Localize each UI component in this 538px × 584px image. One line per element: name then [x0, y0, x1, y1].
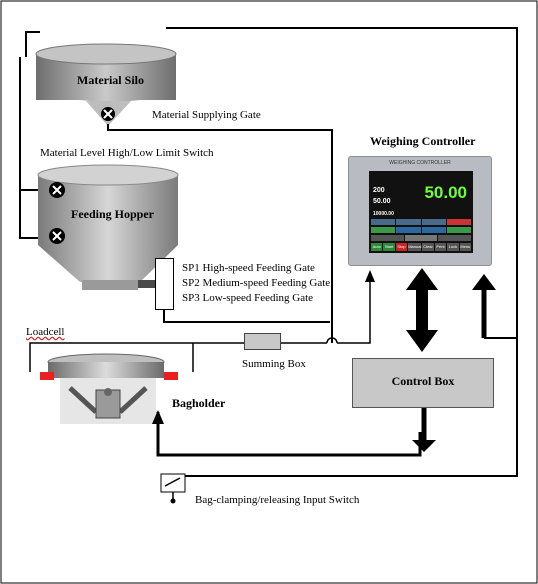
- feeding-hopper-label: Feeding Hopper: [71, 207, 154, 221]
- total-value: 10000.00: [373, 211, 394, 217]
- ctrl-btn-stop[interactable]: Stop: [395, 243, 408, 251]
- sp1-label: SP1 High-speed Feeding Gate: [182, 262, 315, 274]
- screen-row-3: [371, 235, 472, 241]
- ctrl-btn-print[interactable]: Print: [434, 243, 447, 251]
- main-wiring-loop: [19, 27, 518, 477]
- input-switch-label: Bag-clamping/releasing Input Switch: [195, 494, 360, 506]
- loadcell-left: [40, 372, 54, 380]
- weighing-controller: WEIGHING CONTROLLER 200 50.00 50.00 1000…: [348, 156, 492, 266]
- ctrl-btn-manual[interactable]: Manual: [408, 243, 422, 251]
- material-silo-label: Material Silo: [77, 73, 144, 87]
- level-switch-label: Material Level High/Low Limit Switch: [40, 147, 214, 159]
- bagholder-arrow: [152, 410, 164, 424]
- supply-gate-wire: [107, 124, 333, 343]
- screen-row-2: [371, 227, 471, 233]
- level-switch-low-icon: [49, 228, 65, 244]
- supply-gate-label: Material Supplying Gate: [152, 109, 261, 121]
- gate-panel: [155, 258, 174, 310]
- summing-box-label: Summing Box: [242, 358, 306, 370]
- bagholder: [47, 353, 165, 424]
- input-switch-icon: [160, 473, 186, 504]
- controller-buttons: Auto Start Stop Manual Clear Print Lock …: [371, 243, 471, 251]
- ctrl-btn-start[interactable]: Start: [383, 243, 395, 251]
- weighing-controller-label: Weighing Controller: [370, 134, 476, 148]
- main-weight: 50.00: [424, 183, 467, 202]
- control-box-label: Control Box: [391, 374, 455, 388]
- control-box-down-arrow: [412, 440, 436, 452]
- controller-header: WEIGHING CONTROLLER: [389, 160, 451, 166]
- bagholder-label: Bagholder: [172, 396, 226, 410]
- gate-wire: [163, 310, 330, 323]
- loadcell-wiring: [29, 278, 371, 372]
- target-top: 200: [373, 187, 385, 194]
- supply-gate-icon: [101, 107, 115, 121]
- double-arrow: [406, 268, 438, 352]
- ctrl-btn-menu[interactable]: Menu: [459, 243, 471, 251]
- sp3-label: SP3 Low-speed Feeding Gate: [182, 292, 314, 304]
- feeding-hopper: [37, 164, 179, 290]
- control-box: Control Box: [352, 358, 494, 408]
- right-up-arrow: [472, 274, 496, 290]
- summing-box: [244, 333, 281, 350]
- sp2-label: SP2 Medium-speed Feeding Gate: [182, 277, 331, 289]
- target-mid: 50.00: [373, 198, 391, 205]
- ctrl-btn-clear[interactable]: Clear: [422, 243, 434, 251]
- controller-input-arrow: [365, 270, 375, 282]
- ctrl-btn-lock[interactable]: Lock: [447, 243, 459, 251]
- level-switch-high-icon: [49, 182, 65, 198]
- loadcell-right: [164, 372, 178, 380]
- screen-row-1: [371, 219, 471, 225]
- bagholder-wire: [156, 412, 422, 457]
- loadcell-label: Loadcell: [26, 326, 65, 338]
- ctrl-btn-auto[interactable]: Auto: [371, 243, 383, 251]
- controller-screen: 200 50.00 50.00 10000.00 Auto Start Stop…: [369, 171, 473, 253]
